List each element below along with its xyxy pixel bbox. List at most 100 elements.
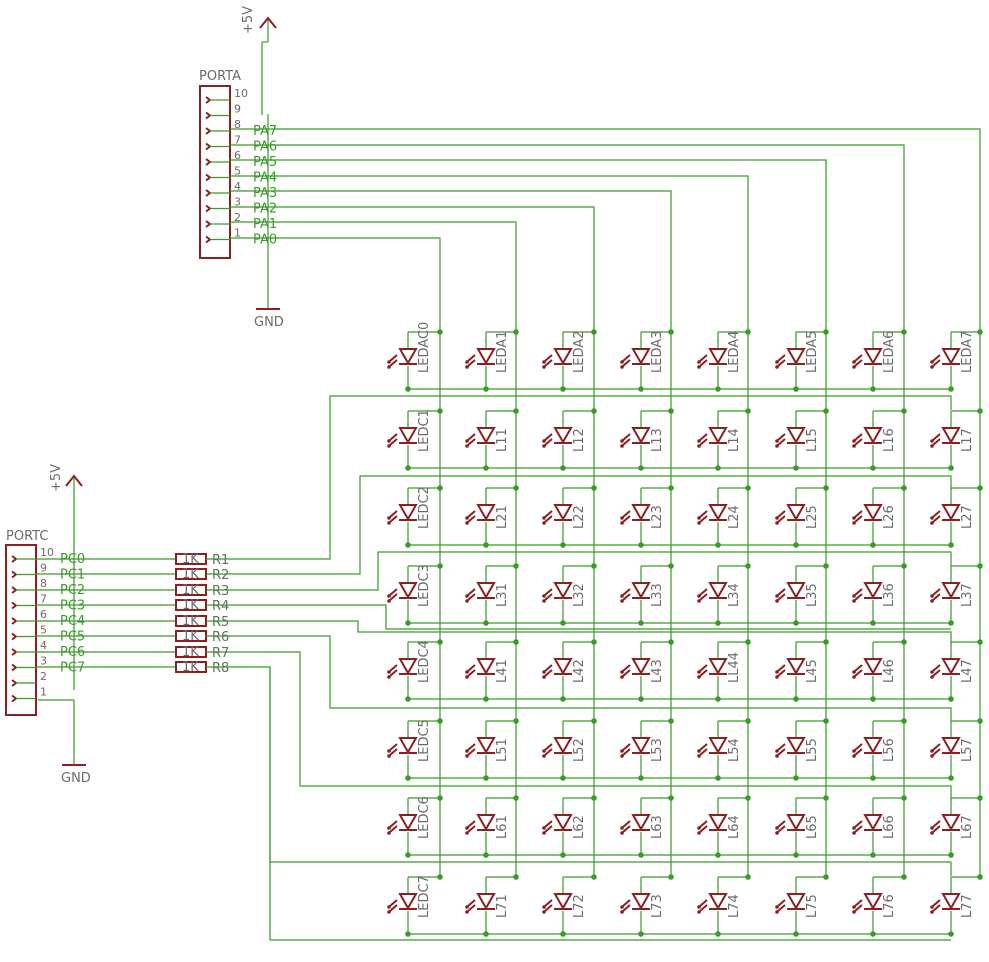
porta-net-label: PA7 [253, 124, 277, 139]
led-emission-icon [775, 754, 779, 758]
led-emission-icon [620, 521, 624, 525]
junction-dot [591, 874, 597, 880]
led-name: LEDA6 [882, 331, 897, 373]
vcc-symbol-porta: +5V [241, 6, 277, 115]
portc-pin-number: 10 [40, 546, 54, 559]
led-emission-icon [777, 433, 786, 446]
led-diode-symbol [398, 504, 418, 522]
led-emission-icon [697, 521, 701, 525]
porta-pin-symbol [205, 204, 212, 213]
led-diode-symbol [398, 737, 418, 755]
resistor-value: 1K [182, 583, 199, 598]
resistor-name: R4 [212, 599, 229, 614]
row-net-wire [206, 551, 952, 591]
portc-net-label: PC3 [60, 599, 85, 614]
led-emission-icon [930, 826, 934, 830]
junction-dot [437, 639, 443, 645]
junction-dot [793, 542, 799, 548]
led-l14: L14 [697, 427, 742, 452]
resistor-name: R2 [212, 568, 229, 583]
led-l54: L54 [697, 737, 742, 762]
junction-dot [901, 563, 907, 569]
porta-pin-symbol [205, 111, 212, 120]
junction-dot [823, 639, 829, 645]
led-emission-icon [542, 910, 546, 914]
led-diode-symbol [553, 814, 573, 832]
junction-dot [745, 639, 751, 645]
led-emission-icon [465, 905, 469, 909]
led-emission-icon [932, 588, 941, 601]
led-name: L11 [495, 428, 510, 452]
junction-dot [977, 795, 983, 801]
junction-dot [483, 620, 489, 626]
portc-pin-symbol [11, 601, 18, 610]
junction-dot [793, 386, 799, 392]
junction-dot [437, 485, 443, 491]
junction-dot [948, 386, 954, 392]
led-emission-icon [697, 670, 701, 674]
led-name: L75 [805, 894, 820, 918]
junction-dot [870, 696, 876, 702]
led-emission-icon [932, 354, 941, 367]
led-emission-icon [775, 749, 779, 753]
led-emission-icon [542, 826, 546, 830]
porta-pin-number: 3 [234, 196, 241, 209]
junction-dot [560, 852, 566, 858]
led-l21: L21 [465, 504, 510, 529]
led-emission-icon [777, 820, 786, 833]
led-l41: L41 [465, 658, 510, 683]
led-emission-icon [697, 826, 701, 830]
led-l53: L53 [620, 737, 665, 762]
led-emission-icon [697, 439, 701, 443]
led-emission-icon [467, 820, 476, 833]
junction-dot [870, 931, 876, 937]
led-emission-icon [699, 820, 708, 833]
resistor-name: R8 [212, 661, 229, 676]
led-emission-icon [622, 664, 631, 677]
led-name: LEDC7 [417, 875, 432, 918]
row-net-wire [206, 666, 952, 876]
led-emission-icon [465, 599, 469, 603]
led-l76: L76 [852, 893, 897, 918]
led-emission-icon [542, 360, 546, 364]
portc-pin-1: 1 [11, 686, 47, 703]
portc-pin-number: 9 [40, 562, 47, 575]
portc-pin-number: 4 [40, 639, 47, 652]
junction-dot [715, 465, 721, 471]
led-emission-icon [697, 675, 701, 679]
junction-dot [405, 465, 411, 471]
led-emission-icon [465, 831, 469, 835]
porta-pin-number: 5 [234, 165, 241, 178]
led-name: L14 [727, 428, 742, 452]
resistor-value: 1K [182, 614, 199, 629]
led-emission-icon [854, 510, 863, 523]
led-name: L15 [805, 428, 820, 452]
led-emission-icon [544, 664, 553, 677]
junction-dot [483, 931, 489, 937]
led-emission-icon [465, 521, 469, 525]
junction-dot [745, 795, 751, 801]
led-emission-icon [622, 510, 631, 523]
porta-pin-number: 6 [234, 149, 241, 162]
led-emission-icon [465, 675, 469, 679]
led-emission-icon [544, 354, 553, 367]
junction-dot [870, 775, 876, 781]
portc-net-label: PC7 [60, 661, 85, 676]
junction-dot [638, 931, 644, 937]
junction-dot [823, 485, 829, 491]
led-emission-icon [930, 675, 934, 679]
led-name: L54 [727, 738, 742, 762]
led-emission-icon [542, 594, 546, 598]
led-emission-icon [620, 599, 624, 603]
junction-dot [668, 485, 674, 491]
led-diode-symbol [553, 427, 573, 445]
row-net-wire [206, 604, 951, 630]
led-diode-symbol [398, 814, 418, 832]
junction-dot [405, 852, 411, 858]
led-diode-symbol [476, 814, 496, 832]
led-emission-icon [777, 510, 786, 523]
led-emission-icon [387, 670, 391, 674]
